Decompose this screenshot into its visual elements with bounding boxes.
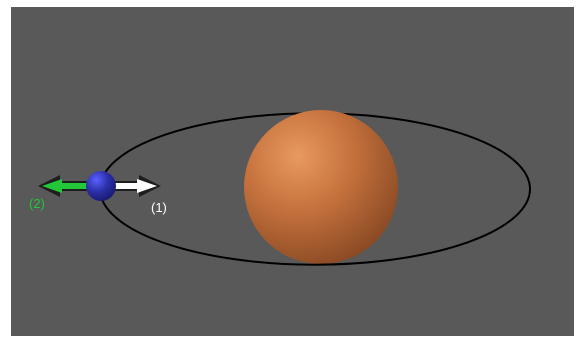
scene-canvas: (2) (1) [11, 7, 574, 336]
scene-viewport: (2) (1) [11, 7, 574, 336]
planet [244, 110, 398, 264]
vector-1-label: (1) [151, 200, 167, 215]
vector-2-label: (2) [29, 196, 45, 211]
satellite [86, 171, 116, 201]
